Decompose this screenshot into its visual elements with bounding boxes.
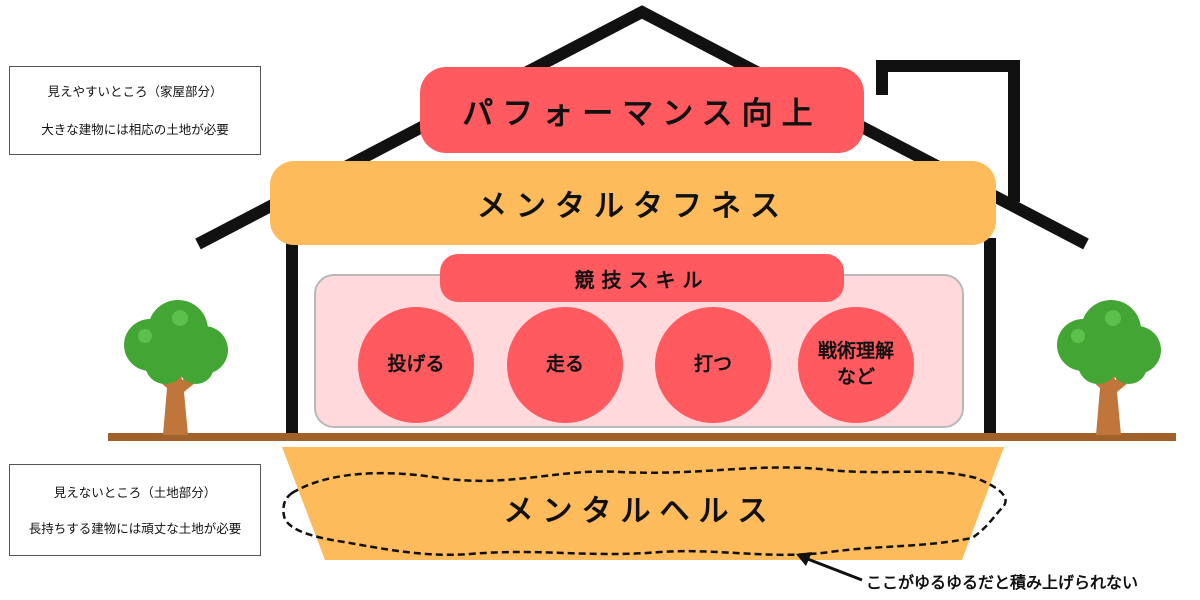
- ground-line: [108, 433, 1176, 441]
- skill-hit: 打つ: [655, 307, 771, 423]
- skill-run: 走る: [507, 307, 623, 423]
- note-visible-part: 見えやすいところ（家屋部分） 大きな建物には相応の土地が必要: [9, 66, 261, 155]
- note-visible-line2: 大きな建物には相応の土地が必要: [41, 122, 229, 137]
- note-hidden-line2: 長持ちする建物には頑丈な土地が必要: [28, 521, 242, 536]
- skill-hit-label: 打つ: [693, 353, 732, 376]
- skills-header: 競技スキル: [440, 254, 844, 302]
- note-hidden-line1: 見えないところ（土地部分）: [53, 485, 217, 500]
- foundation-block: [282, 447, 1004, 560]
- performance-label: パフォーマンス向上: [420, 67, 864, 153]
- skill-tactics: 戦術理解 など: [798, 307, 914, 423]
- caption-arrow-line: [804, 556, 863, 582]
- skill-run-label: 走る: [545, 353, 584, 376]
- tree-left: [124, 300, 228, 435]
- note-visible-line1: 見えやすいところ（家屋部分）: [47, 84, 223, 99]
- foundation-caption: ここがゆるゆるだと積み上げられない: [866, 573, 1139, 592]
- skill-throw-label: 投げる: [387, 353, 445, 376]
- note-hidden-part: 見えないところ（土地部分） 長持ちする建物には頑丈な土地が必要: [9, 464, 261, 556]
- caption-arrow-head: [796, 552, 812, 566]
- skill-tactics-label-etc: など: [836, 366, 875, 388]
- loose-ground-outline: [282, 466, 1007, 557]
- skill-throw: 投げる: [358, 307, 474, 423]
- mental-toughness-label: メンタルタフネス: [270, 161, 996, 245]
- house-chimney: [876, 60, 1020, 202]
- tree-right: [1057, 300, 1161, 435]
- mental-health-label: メンタルヘルス: [503, 494, 777, 529]
- skill-tactics-label: 戦術理解: [817, 340, 894, 363]
